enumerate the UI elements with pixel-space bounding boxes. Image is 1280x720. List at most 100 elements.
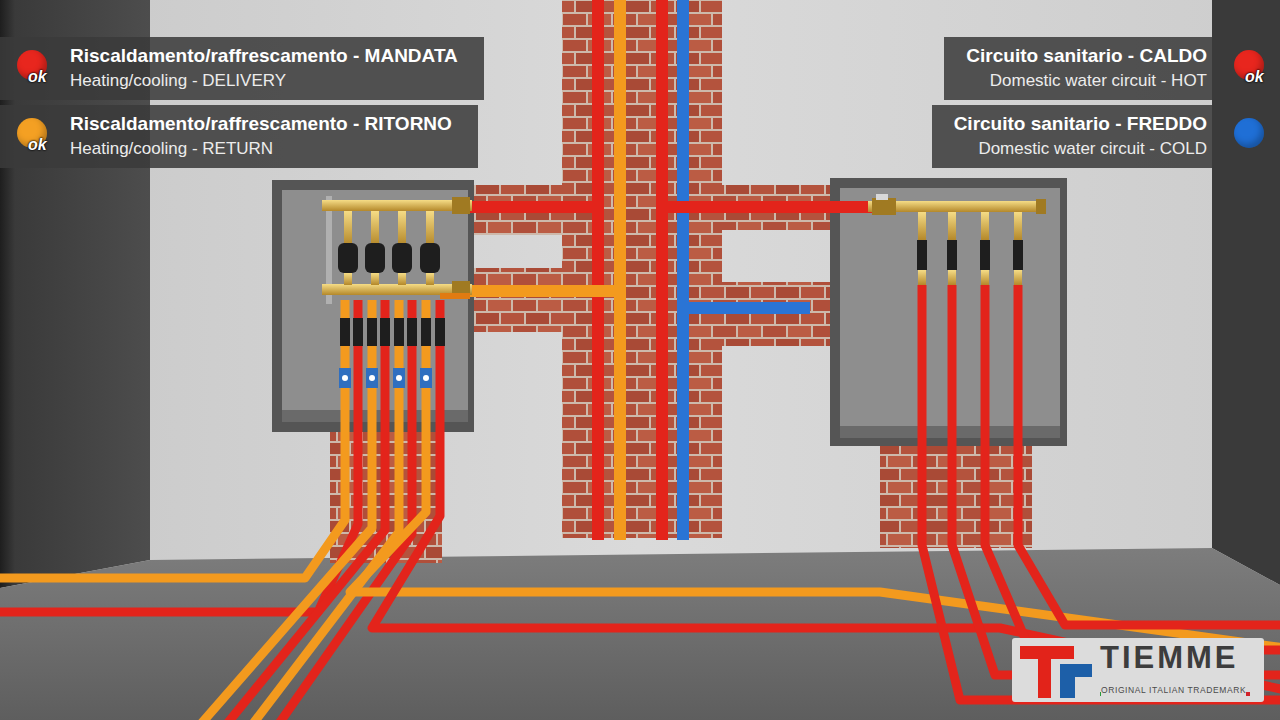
heating-manifold-part <box>344 273 352 285</box>
floor-pipes-part <box>1018 285 1280 625</box>
legend-swatch <box>1234 118 1264 148</box>
riser-pipes <box>462 0 872 540</box>
pipe-insulation-part <box>435 318 445 346</box>
legend-subtitle: Domestic water circuit - COLD <box>954 136 1207 161</box>
riser-pipes-part <box>462 285 620 297</box>
heating-manifold-part <box>344 211 352 245</box>
brand-name: TIEMME <box>1100 641 1239 675</box>
floor-pipes-part <box>350 300 1280 648</box>
legend-swatch-tile <box>1218 105 1280 168</box>
floor-pipes-part <box>985 285 1280 650</box>
legend-subtitle: Heating/cooling - RETURN <box>70 136 452 161</box>
flow-meter-part <box>339 368 351 388</box>
pipe-insulation-part <box>421 318 431 346</box>
riser-pipes-part <box>677 0 689 540</box>
heating-manifold-part <box>322 200 472 211</box>
sanitary-manifold-part <box>1013 240 1023 270</box>
heating-manifold-part <box>338 243 358 273</box>
ok-mark: ok <box>1245 68 1264 85</box>
legend-subtitle: Heating/cooling - DELIVERY <box>70 68 458 93</box>
heating-manifold-part <box>398 211 406 245</box>
legend-subtitle: Domestic water circuit - HOT <box>966 68 1207 93</box>
pipe-insulation-part <box>394 318 404 346</box>
pipe-insulation-part <box>407 318 417 346</box>
legend-swatch-tile: ok <box>1218 37 1280 100</box>
legend-panel: Riscaldamento/raffrescamento - MANDATAHe… <box>0 37 484 100</box>
sanitary-manifold-part <box>918 270 926 285</box>
legend-title: Circuito sanitario - CALDO <box>966 43 1207 68</box>
sanitary-manifold-part <box>981 212 989 240</box>
legend-panel: Circuito sanitario - FREDDODomestic wate… <box>932 105 1215 168</box>
legend-panel: Circuito sanitario - CALDODomestic water… <box>944 37 1215 100</box>
legend-title: Circuito sanitario - FREDDO <box>954 111 1207 136</box>
floor-pipes-part <box>952 285 1280 675</box>
sanitary-manifold-part <box>1014 270 1022 285</box>
sanitary-manifold-part <box>947 240 957 270</box>
ok-mark: ok <box>28 136 47 153</box>
logo-mark-part <box>1012 638 1264 702</box>
heating-manifold <box>322 196 472 304</box>
sanitary-manifold-part <box>1014 212 1022 240</box>
heating-manifold-part <box>371 211 379 245</box>
riser-pipes-part <box>592 0 604 540</box>
sanitary-manifold-part <box>980 240 990 270</box>
pipe-insulation-part <box>340 318 350 346</box>
logo-mark-part <box>1060 664 1092 698</box>
brand-tagline: ORIGINAL ITALIAN TRADEMARK <box>1101 685 1246 696</box>
ok-mark: ok <box>28 68 47 85</box>
sanitary-manifold-part <box>917 240 927 270</box>
ok-badge: ok <box>1245 68 1264 86</box>
logo-wrap: ORIGINAL ITALIAN TRADEMARK <box>1101 679 1246 697</box>
side-wall-right <box>1212 0 1280 585</box>
sanitary-manifold-part <box>876 194 888 200</box>
pipe-insulation-part <box>367 318 377 346</box>
flow-meter-part <box>420 368 432 388</box>
flow-meter <box>339 368 432 388</box>
sanitary-manifold <box>868 194 1046 285</box>
flow-meter-part <box>423 375 429 381</box>
heating-manifold-part <box>365 243 385 273</box>
riser-pipes-part <box>614 0 626 540</box>
floor-pipes-part <box>0 300 358 612</box>
flow-meter-part <box>393 368 405 388</box>
heating-manifold-part <box>371 273 379 285</box>
floor-pipes-part <box>922 285 1280 700</box>
flow-meter-part <box>366 368 378 388</box>
heating-manifold-part <box>426 211 434 245</box>
riser-pipes-part <box>662 201 872 213</box>
ok-badge: ok <box>28 68 47 86</box>
sanitary-manifold-part <box>948 212 956 240</box>
logo-mark <box>1012 638 1264 702</box>
sanitary-manifold-part <box>872 198 896 215</box>
heating-manifold-part <box>426 273 434 285</box>
riser-pipes-part <box>656 0 668 540</box>
floor-pipes <box>0 285 1280 720</box>
sanitary-manifold-part <box>981 270 989 285</box>
heating-manifold-part <box>452 197 470 214</box>
ok-badge: ok <box>28 136 47 154</box>
legend-title: Riscaldamento/raffrescamento - RITORNO <box>70 111 452 136</box>
legend-title: Riscaldamento/raffrescamento - MANDATA <box>70 43 458 68</box>
sanitary-manifold-part <box>948 270 956 285</box>
heating-manifold-part <box>398 273 406 285</box>
sanitary-manifold-part <box>918 212 926 240</box>
heating-manifold-part <box>392 243 412 273</box>
legend-panel: Riscaldamento/raffrescamento - RITORNOHe… <box>0 105 478 168</box>
floor-pipes-part <box>372 300 1280 690</box>
flow-meter-part <box>396 375 402 381</box>
heating-manifold-part <box>420 243 440 273</box>
brick-chase-part <box>470 268 565 332</box>
flow-meter-part <box>342 375 348 381</box>
riser-pipes-part <box>683 302 810 314</box>
pipe-insulation-part <box>380 318 390 346</box>
sanitary-manifold-part <box>1036 199 1046 214</box>
logo-wrap: TIEMME <box>1100 641 1239 675</box>
flow-meter-part <box>369 375 375 381</box>
brick-chase-part <box>562 0 722 538</box>
heating-manifold-part <box>440 293 470 299</box>
pipe-insulation <box>340 318 445 346</box>
pipe-insulation-part <box>353 318 363 346</box>
riser-pipes-part <box>462 201 598 213</box>
